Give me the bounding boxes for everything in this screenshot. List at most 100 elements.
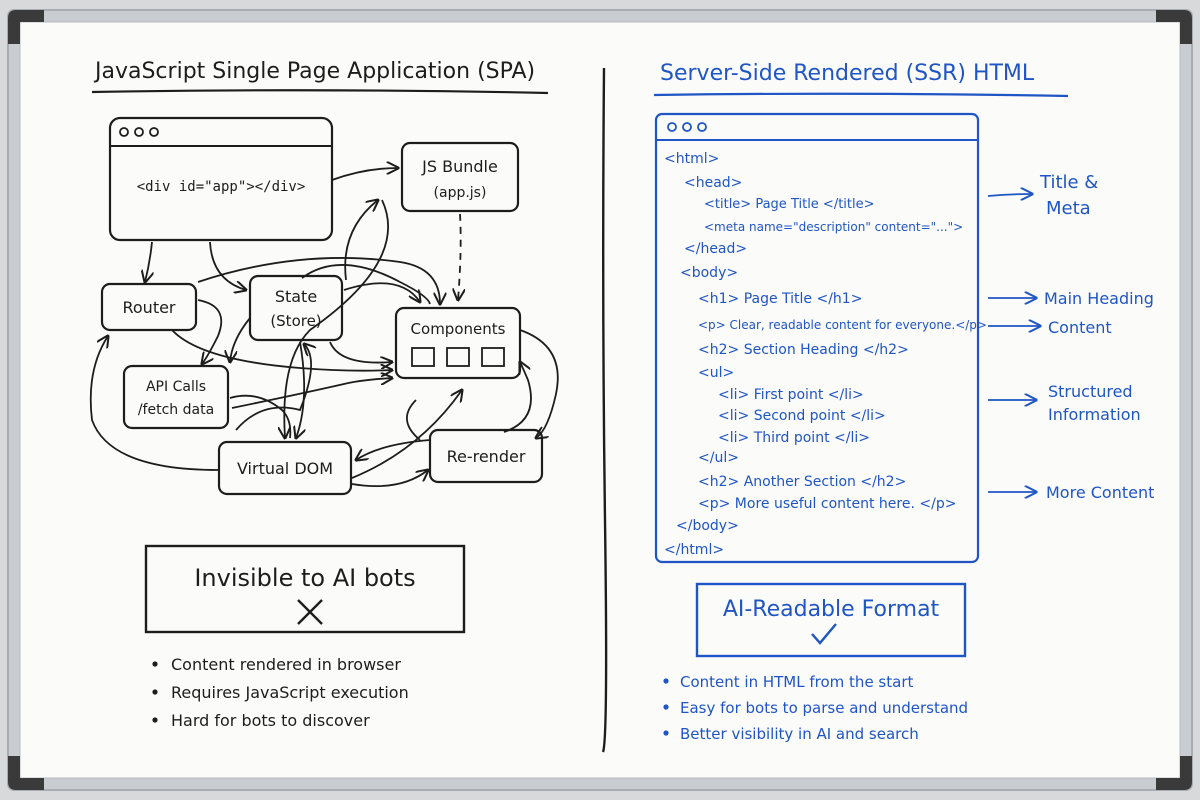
arrow-rerender-to-vdom — [356, 439, 431, 460]
js-bundle-box: JS Bundle (app.js) — [400, 141, 520, 213]
code-line: </head> — [684, 241, 747, 257]
ssr-title-underline — [653, 92, 1069, 98]
ssr-verdict-box: AI-Readable Format — [695, 582, 967, 658]
api-calls-sub-label: /fetch data — [138, 402, 214, 418]
ssr-annotations: Title & Meta Main Heading Content Struct… — [1039, 172, 1154, 502]
arrow-bundle-state — [344, 200, 378, 281]
spa-verdict-box: Invisible to AI bots — [144, 544, 466, 634]
re-render-label: Re-render — [447, 447, 526, 466]
bullet-dot — [663, 704, 669, 710]
virtual-dom-box: Virtual DOM — [217, 440, 353, 496]
code-line: <p> Clear, readable content for everyone… — [698, 318, 987, 332]
spa-flow-arrows — [89, 168, 559, 487]
arrow-state-loop — [301, 264, 431, 305]
component-block — [481, 347, 505, 367]
js-bundle-label: JS Bundle — [421, 157, 498, 176]
arrow-vdom-to-components — [351, 390, 462, 479]
api-calls-label: API Calls — [146, 379, 206, 395]
app-div-code: <div id="app"></div> — [137, 179, 306, 195]
components-label: Components — [411, 320, 506, 338]
ssr-bullet: Better visibility in AI and search — [680, 725, 919, 743]
spa-title-underline — [91, 89, 549, 95]
bullet-dot — [152, 661, 158, 667]
spa-bullet-list: Content rendered in browser Requires Jav… — [152, 655, 409, 730]
ssr-verdict-text: AI-Readable Format — [723, 597, 940, 622]
arrow-api-to-vdom — [229, 394, 292, 439]
code-line: </html> — [664, 542, 724, 558]
code-line: <li> Second point </li> — [718, 408, 886, 424]
ssr-annotation-arrows — [987, 194, 1040, 492]
code-line: <li> Third point </li> — [718, 430, 870, 446]
ssr-title: Server-Side Rendered (SSR) HTML — [660, 61, 1035, 86]
arrow-api-to-components — [231, 378, 392, 409]
code-line: <ul> — [698, 365, 734, 381]
components-box: Components — [394, 306, 522, 380]
ssr-bullet: Content in HTML from the start — [680, 673, 913, 691]
spa-bullet: Hard for bots to discover — [171, 711, 370, 730]
arrow-router-to-components-low — [171, 329, 392, 371]
annotation-more-content: More Content — [1046, 483, 1154, 502]
arrow-to-title-meta — [987, 194, 1032, 196]
bullet-dot — [663, 730, 669, 736]
arrow-vdom-to-router — [89, 336, 219, 471]
router-label: Router — [122, 298, 175, 317]
arrow-rerender-to-components — [503, 362, 532, 433]
spa-bullet: Requires JavaScript execution — [171, 683, 409, 702]
state-sub-label: (Store) — [270, 312, 321, 330]
code-line: <li> First point </li> — [718, 387, 864, 403]
window-dots-icon — [119, 127, 159, 137]
code-line: <title> Page Title </title> — [704, 197, 875, 212]
annotation-content: Content — [1048, 318, 1112, 337]
code-line: <body> — [680, 265, 738, 281]
window-dots-icon — [667, 122, 707, 132]
code-line: <p> More useful content here. </p> — [698, 496, 956, 512]
check-icon — [811, 623, 837, 645]
arrow-state-to-components — [343, 282, 420, 302]
code-line: <h2> Another Section </h2> — [698, 474, 906, 490]
annotation-title-meta: Title & — [1039, 172, 1098, 193]
arrow-browser-to-router — [145, 241, 152, 282]
ssr-bullet: Easy for bots to parse and understand — [680, 699, 968, 717]
api-calls-box: API Calls /fetch data — [122, 364, 230, 430]
frame-corners — [8, 10, 1192, 790]
ssr-section: Server-Side Rendered (SSR) HTML <html> <… — [653, 61, 1154, 743]
annotation-main-heading: Main Heading — [1044, 289, 1154, 308]
board-surface — [19, 21, 1181, 779]
code-line: <meta name="description" content="..."> — [704, 220, 963, 234]
spa-title: JavaScript Single Page Application (SPA) — [93, 59, 535, 84]
ssr-code-window: <html> <head> <title> Page Title </title… — [654, 112, 987, 564]
arrow-state-to-components-low — [329, 341, 392, 363]
js-bundle-file: (app.js) — [434, 185, 487, 201]
arrow-bundle-to-vdom — [284, 199, 390, 438]
re-render-box: Re-render — [428, 428, 544, 484]
arrow-router-to-components — [197, 257, 440, 304]
annotation-title-meta-2: Meta — [1046, 198, 1091, 219]
cross-icon — [297, 599, 323, 625]
arrow-curl — [406, 399, 421, 441]
arrow-browser-to-state — [209, 241, 246, 290]
spa-bullet: Content rendered in browser — [171, 655, 401, 674]
annotation-structured-2: Information — [1048, 405, 1141, 424]
state-box: State (Store) — [248, 274, 344, 342]
arrow-state-to-api — [230, 317, 251, 362]
arrow-components-to-rerender — [519, 329, 559, 438]
component-block — [411, 347, 435, 367]
annotation-structured: Structured — [1048, 382, 1133, 401]
state-label: State — [275, 287, 317, 306]
bullet-dot — [152, 689, 158, 695]
spa-browser-window: <div id="app"></div> — [108, 116, 334, 242]
ssr-bullet-list: Content in HTML from the start Easy for … — [663, 673, 968, 743]
code-line: </body> — [676, 518, 739, 534]
spa-verdict-text: Invisible to AI bots — [194, 564, 415, 592]
virtual-dom-label: Virtual DOM — [237, 459, 333, 478]
html-code-lines: <html> <head> <title> Page Title </title… — [664, 151, 987, 558]
arrow-vdom-to-state — [235, 344, 311, 431]
bullet-dot — [152, 717, 158, 723]
code-line: <h1> Page Title </h1> — [698, 291, 862, 307]
code-line: <html> — [664, 151, 719, 167]
center-divider — [601, 67, 608, 753]
arrow-vdom-to-rerender — [351, 470, 428, 487]
arrow-bundle-to-components — [458, 213, 461, 300]
